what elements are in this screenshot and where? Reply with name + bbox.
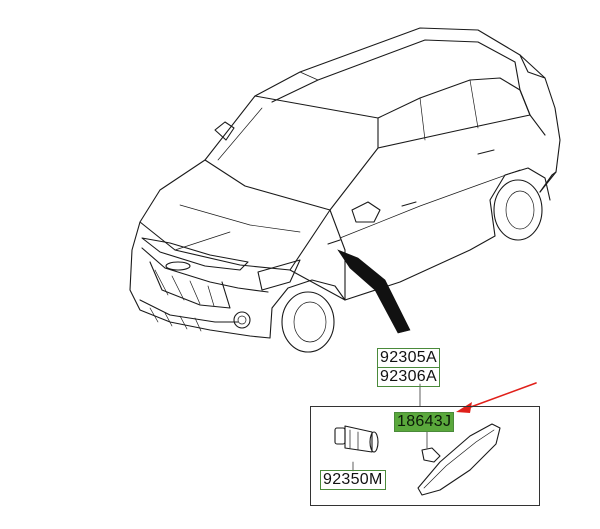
- assembly-label-92306a: 92306A: [377, 367, 440, 387]
- leader-wedge: [337, 249, 411, 334]
- lamp-part-label: 18643J: [394, 412, 455, 432]
- socket-part-label: 92350M: [320, 470, 386, 490]
- lamp-icon: [417, 423, 501, 496]
- car-drawing: [129, 27, 561, 353]
- assembly-label-92305a: 92305A: [377, 348, 440, 368]
- detail-frame: [310, 406, 540, 506]
- pointer-arrow: [456, 382, 537, 413]
- socket-icon: [334, 425, 379, 453]
